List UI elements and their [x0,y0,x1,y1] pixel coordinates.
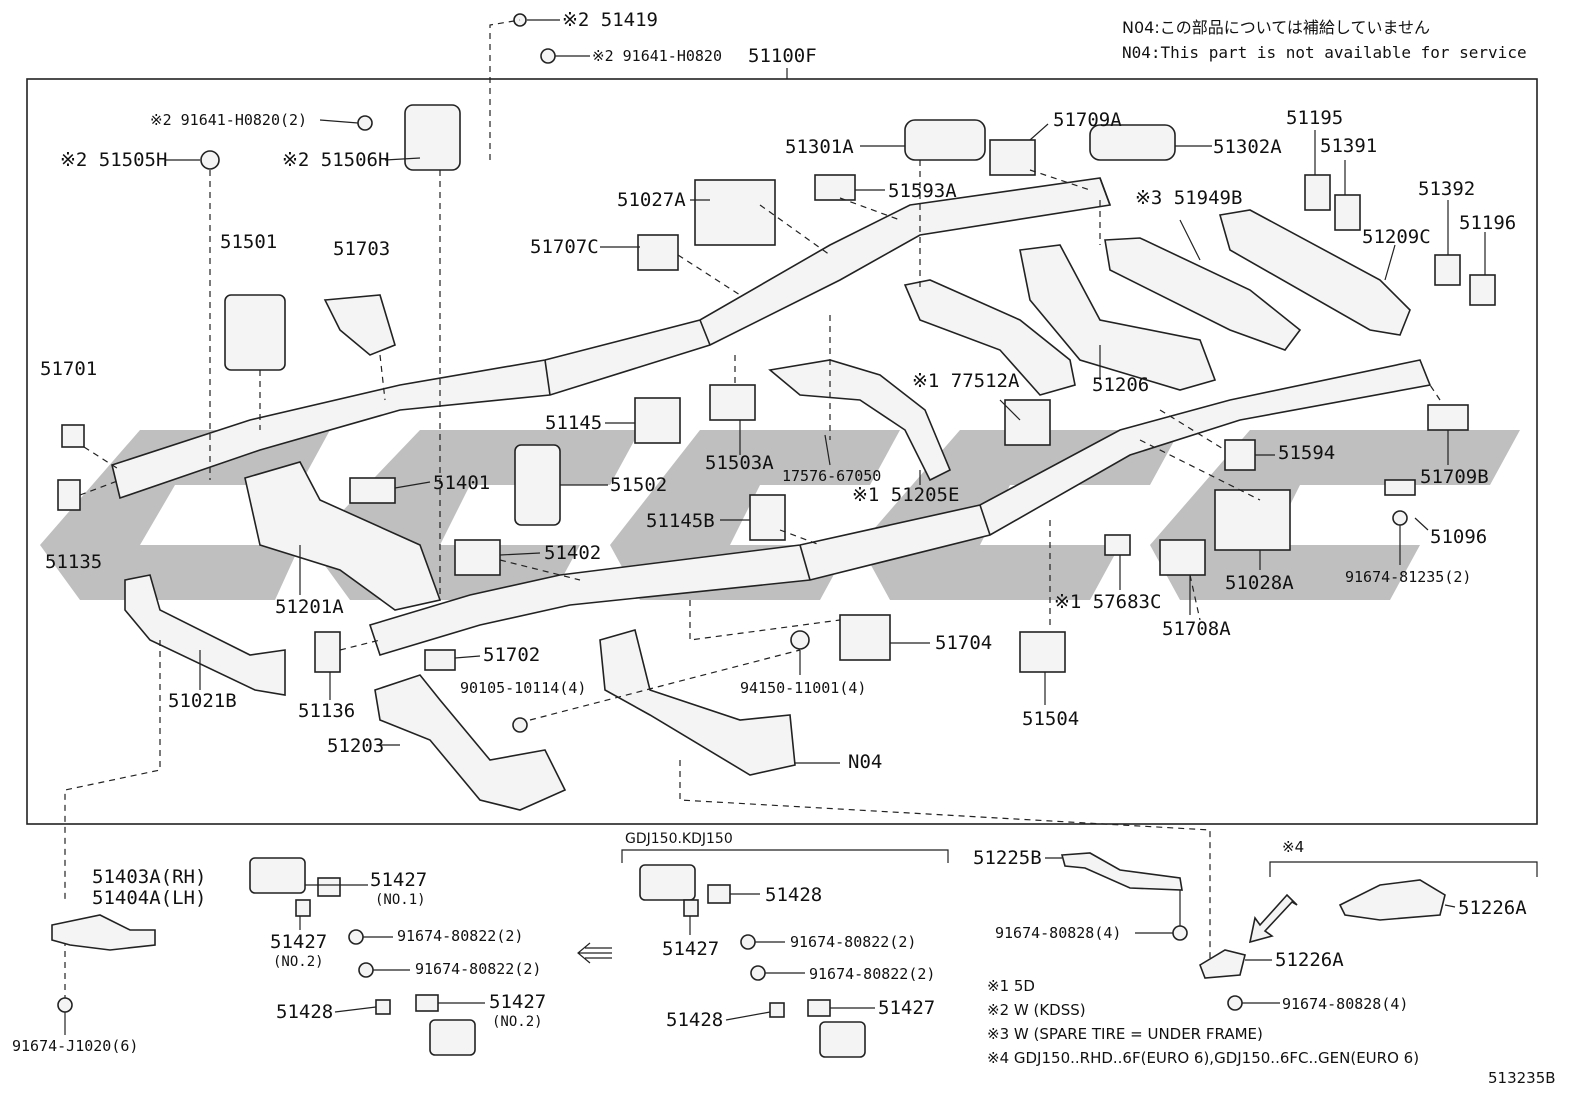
label-51428-right-b: 51428 [666,1009,724,1031]
crossmember-51206 [1019,244,1217,391]
label-91641-h0820: ※2 91641-H0820 [592,47,722,65]
label-91674-j1020: 91674-J1020(6) [12,1037,139,1055]
crossmember-51203 [374,674,567,811]
label-91674-80828-a: 91674-80828(4) [995,924,1122,942]
label-51403a-rh: 51403A(RH) [92,866,207,888]
label-51136: 51136 [298,700,356,722]
crossmember-51949b [1104,237,1302,351]
legend-note-2: ※2 W (KDSS) [987,1001,1086,1019]
label-51100f: 51100F [748,45,817,67]
label-gdj150-kdj150: GDJ150.KDJ150 [625,831,733,847]
label-17576-67050: 17576-67050 [782,467,882,485]
label-51206: 51206 [1092,374,1150,396]
crossmember-n04 [599,629,796,776]
label-91674-81235: 91674-81235(2) [1345,568,1472,586]
frame-right-rail [368,359,1432,656]
label-51392: 51392 [1418,178,1476,200]
label-51196: 51196 [1459,212,1517,234]
label-51096: 51096 [1430,526,1488,548]
label-91674-80822-right-b: 91674-80822(2) [809,965,936,983]
label-51428-left: 51428 [276,1001,334,1023]
frame-left-rail [111,177,1112,500]
legend-note-3: ※3 W (SPARE TIRE = UNDER FRAME) [987,1025,1263,1043]
label-51401: 51401 [433,472,491,494]
label-n04: N04 [848,751,883,773]
label-51427-no2-left-sub: (NO.2) [273,954,324,970]
label-51707c: 51707C [530,236,599,258]
label-51201a: 51201A [275,596,344,618]
legend-note-4: ※4 GDJ150..RHD..6F(EURO 6),GDJ150..6FC..… [987,1049,1420,1067]
label-group-4-mark: ※4 [1282,838,1305,856]
label-51703: 51703 [333,238,391,260]
label-94150-11001: 94150-11001(4) [740,679,867,697]
label-51209c: 51209C [1362,226,1431,248]
label-51427-no1: 51427 [370,869,428,891]
label-leaders [165,19,1486,764]
label-51427-right-b: 51427 [878,997,936,1019]
label-77512a: ※1 77512A [912,370,1020,392]
label-51428-right-a: 51428 [765,884,823,906]
label-51021b: 51021B [168,690,237,712]
label-51302a: 51302A [1213,136,1282,158]
label-51701: 51701 [40,358,98,380]
label-51028a: 51028A [1225,572,1294,594]
note-n04-japanese: N04:この部品については補給していません [1122,18,1430,37]
label-51503a: 51503A [705,452,774,474]
label-51594: 51594 [1278,442,1336,464]
label-51593a: 51593A [888,180,957,202]
label-51195: 51195 [1286,107,1344,129]
label-51502: 51502 [610,474,668,496]
label-51027a: 51027A [617,189,686,211]
label-51404a-lh: 51404A(LH) [92,887,207,909]
label-51203: 51203 [327,735,385,757]
label-90105-10114: 90105-10114(4) [460,679,587,697]
label-51704: 51704 [935,632,993,654]
bottom-group-bracket [577,849,1538,964]
label-51135: 51135 [45,551,103,573]
crossmember-51209c [1218,209,1411,336]
label-51709b: 51709B [1420,466,1489,488]
label-51301a: 51301A [785,136,854,158]
label-51427-no1-sub: (NO.1) [375,892,426,908]
label-51427-right-a: 51427 [662,938,720,960]
label-57683c: ※1 57683C [1054,591,1162,613]
label-51427-no2-bottom: 51427 [489,991,547,1013]
main-frame-border [26,78,1538,825]
label-51225b: 51225B [973,847,1042,869]
label-51709a: 51709A [1053,109,1122,131]
legend-note-1: ※1 5D [987,977,1035,995]
label-51205e: ※1 51205E [852,484,960,506]
label-51501: 51501 [220,231,278,253]
label-51506h: ※2 51506H [282,149,390,171]
label-51226a-top: 51226A [1458,897,1527,919]
crossmember-77512a [903,279,1076,396]
label-51419: ※2 51419 [562,9,658,31]
dashed-leaders [64,19,1441,1000]
label-51949b: ※3 51949B [1135,187,1243,209]
label-51402: 51402 [544,542,602,564]
label-51391: 51391 [1320,135,1378,157]
label-91641-h0820-2: ※2 91641-H0820(2) [150,111,308,129]
label-51427-no2-left: 51427 [270,931,328,953]
label-91674-80828-b: 91674-80828(4) [1282,995,1409,1013]
label-91674-80822-left-a: 91674-80822(2) [397,927,524,945]
label-51702: 51702 [483,644,541,666]
figure-code: 513235B [1488,1069,1556,1087]
label-51226a-bottom: 51226A [1275,949,1344,971]
label-51505h: ※2 51505H [60,149,168,171]
label-91674-80822-right-a: 91674-80822(2) [790,933,917,951]
label-91674-80822-left-b: 91674-80822(2) [415,960,542,978]
label-51504: 51504 [1022,708,1080,730]
label-51708a: 51708A [1162,618,1231,640]
label-51427-no2-bottom-sub: (NO.2) [492,1014,543,1030]
bottom-parts [51,852,1456,1058]
crossmember-51021b [124,574,286,696]
label-51145b: 51145B [646,510,715,532]
note-n04-english: N04:This part is not available for servi… [1122,43,1527,62]
label-51145: 51145 [545,412,603,434]
